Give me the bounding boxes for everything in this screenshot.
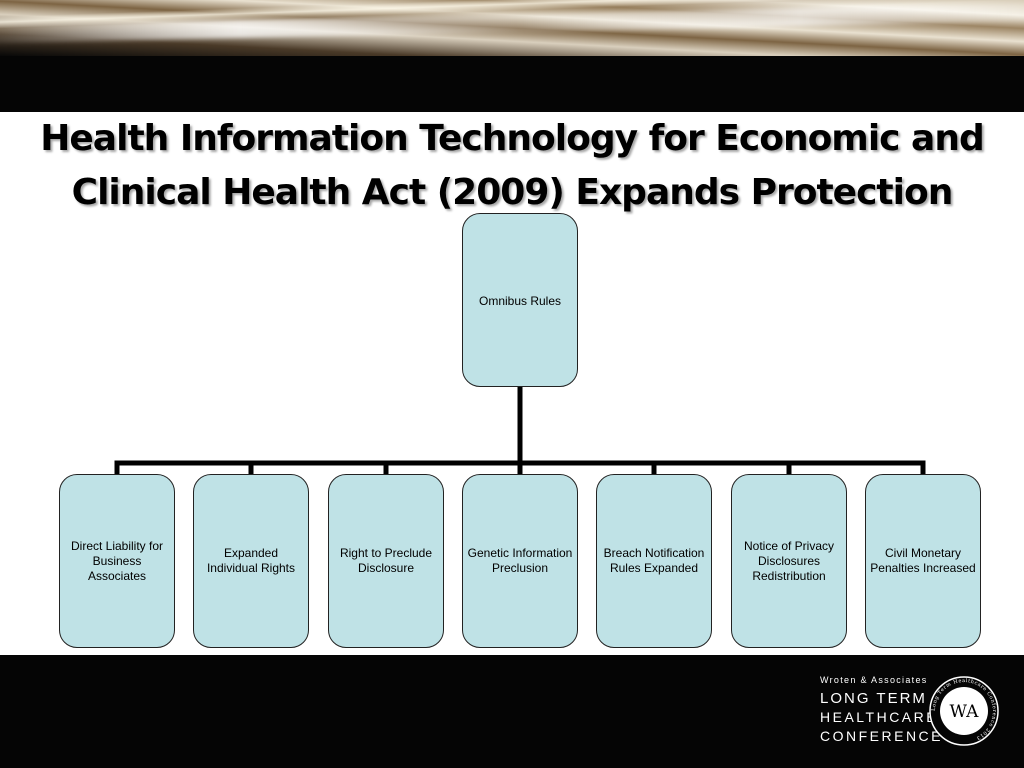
child-node: Civil Monetary Penalties Increased [865,474,981,648]
child-node-label: Breach Notification Rules Expanded [603,546,705,575]
child-node-label: Notice of Privacy Disclosures Redistribu… [743,538,835,583]
child-node: Right to Preclude Disclosure [328,474,444,648]
wa-seal-logo: Long Term Healthcare Conference 2013 WA [928,675,1000,747]
child-node-label: Right to Preclude Disclosure [339,546,433,575]
child-node-label: Direct Liability for Business Associates [70,538,164,583]
child-node: Breach Notification Rules Expanded [596,474,712,648]
seal-icon: Long Term Healthcare Conference 2013 WA [929,676,999,746]
logo-company: Wroten & Associates [820,675,928,685]
bottom-band [0,655,1024,768]
child-node-label: Expanded Individual Rights [206,546,296,575]
root-node-label: Omnibus Rules [478,294,562,308]
slide-title: Health Information Technology for Econom… [40,118,984,213]
logo-line-3: CONFERENCE [820,728,944,744]
root-node: Omnibus Rules [462,213,578,387]
child-node-label: Genetic Information Preclusion [467,546,573,575]
conference-logo: Wroten & Associates LONG TERM HEALTHCARE… [820,675,943,746]
top-banner [0,0,1024,112]
child-node: Genetic Information Preclusion [462,474,578,648]
child-node: Notice of Privacy Disclosures Redistribu… [731,474,847,648]
child-node: Direct Liability for Business Associates [59,474,175,648]
connector-drops [114,463,926,475]
logo-line-2: HEALTHCARE [820,709,939,725]
logo-line-1: LONG TERM [820,690,927,707]
seal-monogram: WA [950,702,980,722]
child-node-label: Civil Monetary Penalties Increased [870,546,976,575]
child-node: Expanded Individual Rights [193,474,309,648]
